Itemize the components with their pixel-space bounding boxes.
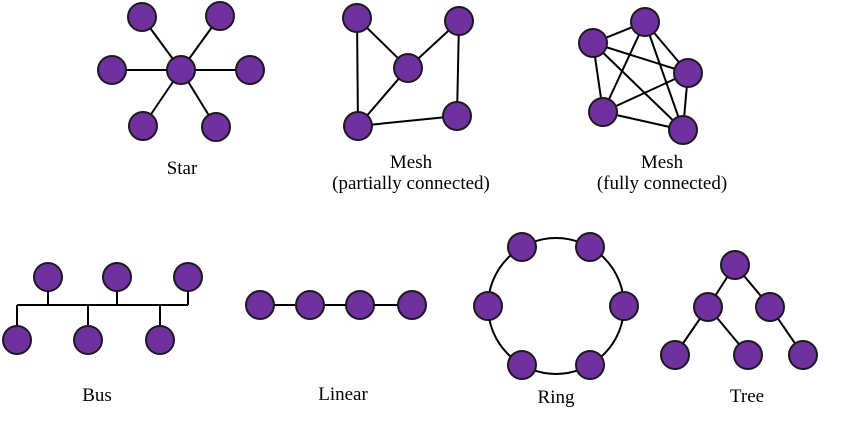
network-node xyxy=(442,101,472,131)
network-node xyxy=(166,55,196,85)
diagram-title: Mesh xyxy=(389,152,433,173)
network-node xyxy=(145,325,175,355)
diagram-title: Ring xyxy=(537,387,575,408)
diagram-linear xyxy=(245,290,427,320)
network-node xyxy=(393,53,423,83)
network-node xyxy=(473,291,503,321)
network-node xyxy=(630,7,660,37)
network-node xyxy=(444,6,474,36)
diagram-title: Bus xyxy=(82,385,112,406)
label-linear: Linear xyxy=(318,384,368,405)
network-node xyxy=(788,340,818,370)
network-node xyxy=(97,55,127,85)
network-node xyxy=(578,28,608,58)
diagram-title: Mesh xyxy=(640,152,684,173)
network-node xyxy=(668,115,698,145)
network-node xyxy=(342,3,372,33)
diagram-title: Tree xyxy=(729,386,765,407)
network-node xyxy=(755,292,785,322)
edge-line xyxy=(644,21,684,131)
diagram-subtitle: (fully connected) xyxy=(596,173,728,194)
label-bus: Bus xyxy=(82,385,112,406)
network-node xyxy=(173,262,203,292)
diagram-title: Linear xyxy=(318,384,368,405)
network-node xyxy=(693,292,723,322)
network-node xyxy=(673,58,703,88)
network-node xyxy=(575,350,605,380)
network-node xyxy=(235,55,265,85)
network-node xyxy=(507,232,537,262)
edge-line xyxy=(592,42,689,74)
diagram-mesh-partially-connected xyxy=(342,3,474,141)
diagram-star xyxy=(97,1,265,142)
network-node xyxy=(295,290,325,320)
network-node xyxy=(2,325,32,355)
network-node xyxy=(102,262,132,292)
ring-circle xyxy=(487,237,625,375)
network-node xyxy=(73,325,103,355)
network-node xyxy=(507,350,537,380)
network-node xyxy=(660,340,690,370)
label-ring: Ring xyxy=(538,387,575,408)
network-node xyxy=(609,291,639,321)
network-node xyxy=(245,290,275,320)
network-node xyxy=(127,2,157,32)
network-node xyxy=(128,111,158,141)
network-node xyxy=(201,112,231,142)
diagram-tree xyxy=(660,250,818,370)
label-tree: Tree xyxy=(730,386,764,407)
label-mesh-fully-connected: Mesh (fully connected) xyxy=(597,152,727,194)
edge-line xyxy=(456,20,460,117)
diagram-subtitle: (partially connected) xyxy=(332,173,490,194)
edge-line xyxy=(602,21,646,113)
edge-line xyxy=(357,115,458,127)
network-node xyxy=(345,290,375,320)
label-mesh-partially-connected: Mesh (partially connected) xyxy=(332,152,490,194)
network-node xyxy=(575,232,605,262)
network-node xyxy=(343,111,373,141)
diagram-title: Star xyxy=(166,158,198,179)
diagram-mesh-fully-connected xyxy=(578,7,703,145)
edge-line xyxy=(592,42,684,131)
network-node xyxy=(588,97,618,127)
diagram-ring xyxy=(473,232,639,380)
network-node xyxy=(33,262,63,292)
edge-line xyxy=(602,72,689,113)
diagram-bus xyxy=(2,262,203,355)
network-node xyxy=(720,250,750,280)
network-node xyxy=(205,1,235,31)
edge-line xyxy=(356,17,359,127)
network-node xyxy=(397,290,427,320)
network-node xyxy=(733,340,763,370)
label-star: Star xyxy=(167,158,198,179)
